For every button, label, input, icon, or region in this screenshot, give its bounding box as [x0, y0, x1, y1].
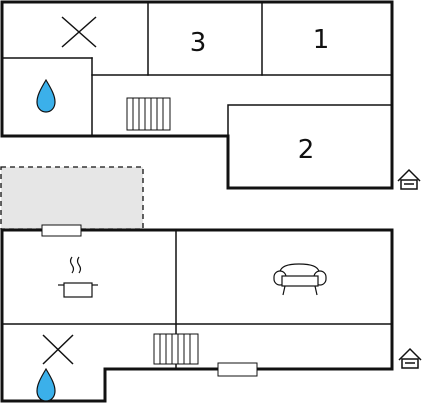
room-label-bedroom-3: 3: [190, 28, 207, 58]
house-entrance-icon: [398, 347, 422, 369]
water-drop-icon: [36, 367, 56, 402]
lower-floor-outer-wall: [0, 228, 394, 403]
water-drop-icon: [36, 78, 56, 113]
window-icon: [41, 224, 82, 237]
x-icon: [42, 334, 74, 365]
lower-floor: [0, 228, 394, 403]
room-label-bedroom-1: 1: [313, 25, 330, 55]
sofa-icon: [273, 263, 327, 296]
radiator-icon: [153, 333, 199, 365]
cooking-pot-icon: [58, 256, 98, 298]
terrace-area: [0, 166, 144, 230]
room-label-bedroom-2: 2: [298, 135, 315, 165]
upper-floor-outer-wall: [0, 0, 394, 190]
upper-floor: [0, 0, 394, 190]
radiator-icon: [126, 97, 171, 131]
window-icon: [217, 362, 258, 377]
house-entrance-icon: [397, 168, 421, 190]
wall-bedroom2: [227, 104, 393, 137]
x-icon: [61, 16, 97, 48]
